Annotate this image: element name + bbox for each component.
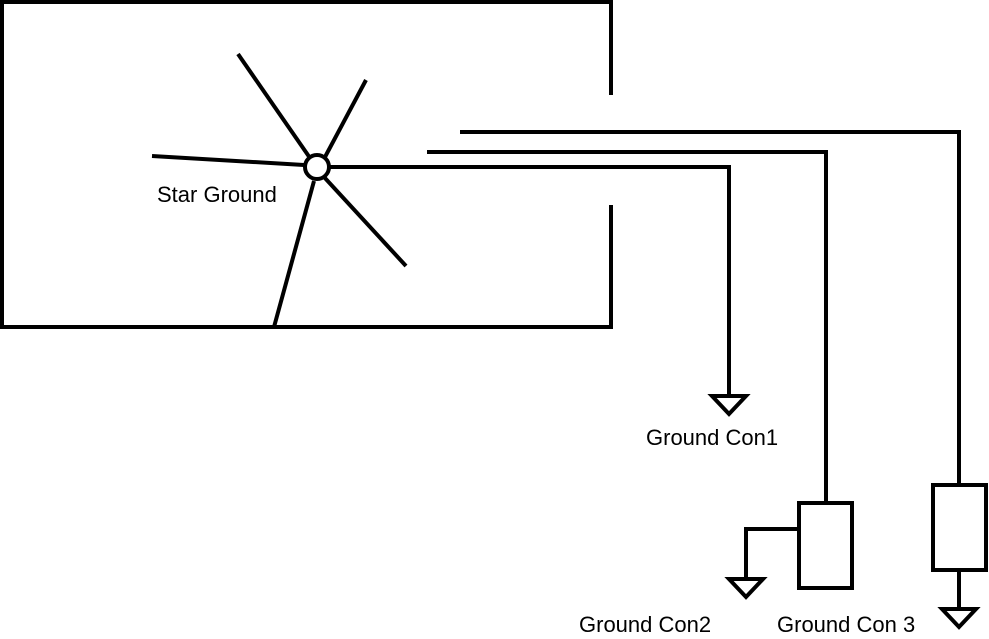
star-ground-spokes	[151, 52, 408, 328]
label-ground-con1: Ground Con1	[646, 425, 778, 450]
star-ground-node	[303, 153, 331, 181]
ground-symbol-con2	[724, 577, 768, 600]
wire-ground-con3	[460, 130, 961, 485]
ground-symbol-con1	[707, 394, 751, 417]
spoke-upper-left	[236, 52, 312, 160]
wire-ground-con2	[427, 150, 828, 503]
spoke-lower-right	[322, 175, 408, 268]
component-box-con3	[931, 483, 988, 572]
chassis-enclosure	[0, 0, 613, 329]
spoke-lower-left	[272, 180, 316, 328]
label-star-ground: Star Ground	[157, 182, 277, 207]
spoke-left	[151, 154, 305, 167]
label-ground-con3: Ground Con 3	[777, 612, 915, 637]
wire-ground-con1	[329, 165, 731, 396]
wire-ground-con2-return	[744, 527, 799, 579]
label-ground-con2: Ground Con2	[579, 612, 711, 637]
spoke-upper-right	[323, 79, 368, 158]
ground-symbol-con3	[937, 607, 981, 630]
component-box-con2	[797, 501, 854, 590]
